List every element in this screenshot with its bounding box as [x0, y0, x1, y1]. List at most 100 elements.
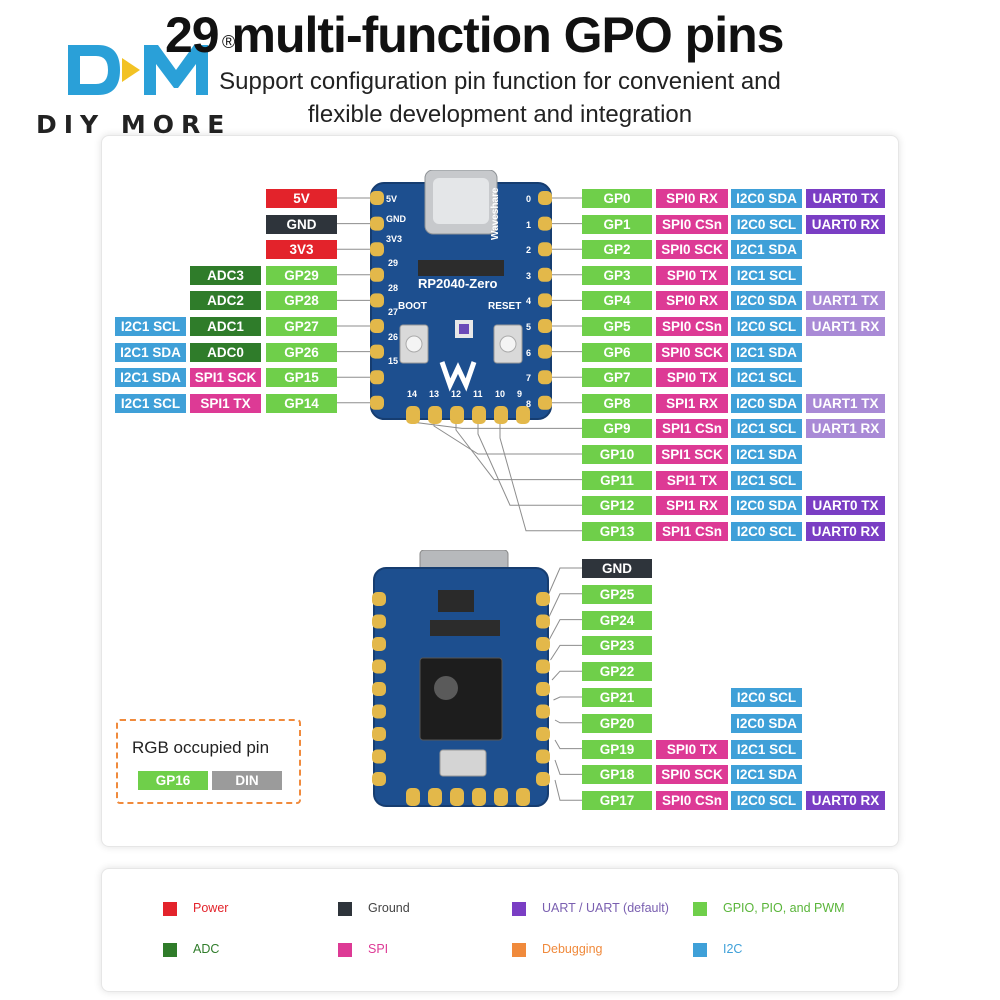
pin-label-right-4-1: SPI0 RX: [656, 291, 728, 311]
board2-pad-left: [372, 704, 386, 719]
board-pad-right: [538, 242, 552, 257]
pin-label-right-3-1: SPI0 TX: [656, 265, 728, 285]
pin-label-right-12-0: GP12: [582, 496, 652, 516]
pin-label-bottom-3-0: GP23: [582, 636, 652, 656]
board2-pad-left: [372, 772, 386, 786]
pin-label-right-9-1: SPI1 CSn: [656, 419, 728, 439]
board-pin-number-left: 26: [388, 331, 399, 342]
pin-label-right-4-2: I2C0 SDA: [731, 291, 802, 311]
pin-label-right-1-0: GP1: [582, 214, 652, 234]
pin-label-bottom-1-0: GP25: [582, 584, 652, 604]
legend-swatch: [693, 943, 707, 957]
legend-swatch: [338, 943, 352, 957]
board2-pad-right: [536, 637, 550, 651]
board-pad-left: [370, 319, 384, 333]
legend-label: UART / UART (default): [542, 901, 669, 915]
pin-label-right-1-2: I2C0 SCL: [731, 214, 802, 234]
pin-label-left-8-1: SPI1 TX: [190, 393, 261, 413]
connection-line: [545, 567, 582, 601]
pin-label-right-4-0: GP4: [582, 291, 652, 311]
pin-label-left-4-0: GP28: [266, 291, 337, 311]
board-pin-number-right: 8: [526, 398, 532, 409]
board-pad-right: [538, 319, 552, 333]
board-pad-right: [538, 395, 552, 410]
board2-pad-bottom: [472, 788, 486, 806]
legend-label: SPI: [368, 942, 389, 956]
board-pad-left: [370, 267, 384, 282]
board-pad-right: [538, 191, 552, 205]
board-pad-right: [538, 370, 552, 385]
pin-label-right-10-1: SPI1 SCK: [656, 445, 728, 464]
board-side-label: GND: [386, 214, 406, 224]
pin-label-right-5-0: GP5: [582, 317, 652, 336]
board-pad-bottom: [450, 406, 464, 424]
board2-pad-right: [536, 772, 550, 786]
board-top-artwork: [370, 170, 552, 424]
pin-label-left-3-0: GP29: [266, 265, 337, 285]
pin-label-right-8-3: UART1 TX: [806, 393, 885, 413]
pin-label-left-7-1: SPI1 SCK: [190, 368, 261, 388]
boot-label: BOOT: [398, 301, 427, 312]
registered-mark: ®: [222, 32, 236, 52]
board2-pad-bottom: [450, 788, 464, 806]
pin-label-right-10-2: I2C1 SDA: [731, 445, 802, 464]
pin-label-right-9-2: I2C1 SCL: [731, 419, 802, 439]
board-brand-label: Waveshare: [490, 187, 501, 240]
pin-label-left-5-2: I2C1 SCL: [115, 317, 186, 336]
legend-swatch: [512, 902, 526, 916]
pin-label-right-0-0: GP0: [582, 189, 652, 208]
connection-line: [554, 719, 582, 724]
pin-label-right-1-3: UART0 RX: [806, 214, 885, 234]
board-pin-number-left: 28: [388, 282, 399, 293]
subtitle-line-2: flexible development and integration: [307, 101, 693, 128]
board-pin-number-bottom: 14: [407, 389, 418, 399]
pin-label-bottom-9-2: I2C0 SCL: [731, 791, 802, 811]
pin-label-bottom-7-1: SPI0 TX: [656, 739, 728, 759]
pin-label-left-6-2: I2C1 SDA: [115, 342, 186, 362]
board2-pad-right: [536, 749, 550, 764]
board2-pad-left: [372, 592, 386, 606]
pin-label-left-7-0: GP15: [266, 368, 337, 388]
pin-label-right-1-1: SPI0 CSn: [656, 214, 728, 234]
pin-label-right-6-2: I2C1 SDA: [731, 342, 802, 362]
connection-line: [553, 696, 582, 701]
board-pad-bottom: [428, 406, 442, 424]
pin-label-bottom-9-1: SPI0 CSn: [656, 791, 728, 811]
pin-label-left-6-1: ADC0: [190, 342, 261, 362]
pin-label-right-3-0: GP3: [582, 265, 652, 285]
board2-pad-right: [536, 704, 550, 719]
pin-label-bottom-8-2: I2C1 SDA: [731, 765, 802, 785]
board-pin-number-right: 3: [526, 270, 532, 281]
pin-label-right-8-2: I2C0 SDA: [731, 393, 802, 413]
board-pad-left: [370, 395, 384, 410]
board-pad-bottom: [494, 406, 508, 424]
board2-pad-left: [372, 637, 386, 651]
pin-label-left-1-0: GND: [266, 214, 337, 234]
pin-label-right-13-2: I2C0 SCL: [731, 521, 802, 541]
pin-label-bottom-8-1: SPI0 SCK: [656, 765, 728, 785]
legend-swatch: [512, 943, 526, 957]
legend-swatch: [163, 943, 177, 957]
pin-label-right-7-0: GP7: [582, 368, 652, 388]
pin-label-right-11-1: SPI1 TX: [656, 470, 728, 490]
pin-label-right-12-1: SPI1 RX: [656, 496, 728, 516]
pin-label-left-8-2: I2C1 SCL: [115, 393, 186, 413]
pin-label-left-2-0: 3V3: [266, 240, 337, 260]
board2-pad-right: [536, 592, 550, 606]
pin-label-right-13-0: GP13: [582, 521, 652, 541]
board2-pad-bottom: [494, 788, 508, 806]
legend-card: [101, 868, 899, 992]
pin-label-right-2-2: I2C1 SDA: [731, 240, 802, 260]
board-pin-number-right: 0: [526, 194, 532, 204]
board-pin-number-left: 29: [388, 258, 399, 268]
connection-line: [455, 418, 582, 481]
pin-label-right-5-1: SPI0 CSn: [656, 317, 728, 336]
pin-label-bottom-9-0: GP17: [582, 791, 652, 811]
pin-label-bottom-8-0: GP18: [582, 765, 652, 785]
pin-label-left-3-1: ADC3: [190, 265, 261, 285]
board2-pad-bottom: [516, 788, 530, 806]
pin-label-bottom-6-2: I2C0 SDA: [731, 713, 802, 733]
board-pad-right: [538, 344, 552, 359]
board-pad-bottom: [516, 406, 530, 424]
board-pad-left: [370, 370, 384, 385]
